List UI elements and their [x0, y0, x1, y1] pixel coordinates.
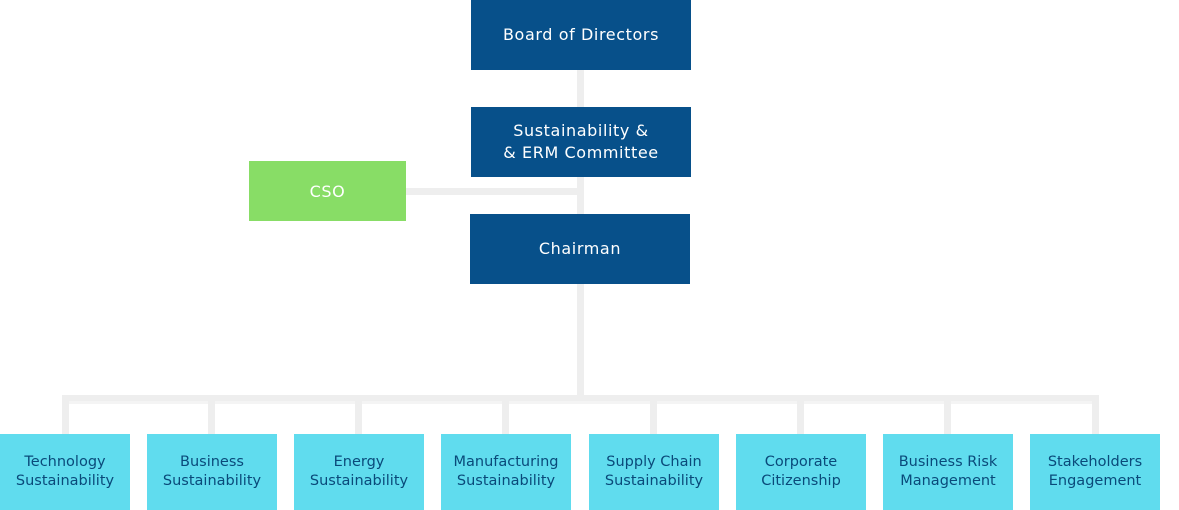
unit-label-line2: Citizenship [761, 473, 841, 489]
unit-label-line2: Sustainability [15, 473, 115, 489]
unit-label-line1: Manufacturing [453, 454, 559, 470]
unit-box-energy-sustainability: Energy Sustainability [294, 434, 424, 510]
connector-unit-drop-6 [797, 398, 804, 436]
unit-label-line2: Engagement [1048, 473, 1142, 489]
unit-box-technology-sustainability: Technology Sustainability [0, 434, 130, 510]
unit-label-line2: Sustainability [162, 473, 262, 489]
connector-unit-drop-8 [1092, 398, 1099, 436]
committee-label-line1: Sustainability & [513, 121, 649, 140]
connector-units-horizontal [62, 395, 1099, 402]
unit-label-line2: Sustainability [604, 473, 704, 489]
unit-box-stakeholders-engagement: Stakeholders Engagement [1030, 434, 1160, 510]
unit-box-business-risk-management: Business Risk Management [883, 434, 1013, 510]
unit-label-line1: Corporate [764, 454, 838, 470]
connector-units-inner-horizontal [62, 401, 1099, 404]
connector-unit-drop-7 [944, 398, 951, 436]
unit-label-line1: Business Risk [898, 454, 998, 470]
connector-unit-drop-5 [650, 398, 657, 436]
chairman-box: Chairman [470, 214, 690, 284]
unit-box-corporate-citizenship: Corporate Citizenship [736, 434, 866, 510]
chairman-label: Chairman [538, 239, 622, 258]
cso-box: CSO [249, 161, 406, 221]
board-of-directors-box: Board of Directors [471, 0, 691, 70]
sustainability-erm-committee-box: Sustainability & & ERM Committee [471, 107, 691, 177]
committee-label-line2: & ERM Committee [503, 143, 659, 162]
connector-unit-drop-2 [208, 398, 215, 436]
unit-label-line1: Supply Chain [606, 454, 702, 470]
unit-label-line1: Stakeholders [1047, 454, 1143, 470]
unit-label-line2: Sustainability [309, 473, 409, 489]
unit-label-line1: Technology [24, 454, 106, 470]
unit-label-line2: Sustainability [456, 473, 556, 489]
unit-box-manufacturing-sustainability: Manufacturing Sustainability [441, 434, 571, 510]
unit-label-line1: Energy [333, 454, 385, 470]
board-of-directors-label: Board of Directors [502, 25, 660, 44]
unit-box-business-sustainability: Business Sustainability [147, 434, 277, 510]
connector-unit-drop-3 [355, 398, 362, 436]
connector-unit-drop-4 [502, 398, 509, 436]
connector-unit-drop-1 [62, 398, 69, 436]
unit-box-supply-chain-sustainability: Supply Chain Sustainability [589, 434, 719, 510]
cso-label: CSO [309, 181, 346, 201]
connector-cso-horizontal [404, 188, 580, 195]
unit-label-line2: Management [900, 473, 996, 489]
unit-label-line1: Business [180, 454, 244, 470]
